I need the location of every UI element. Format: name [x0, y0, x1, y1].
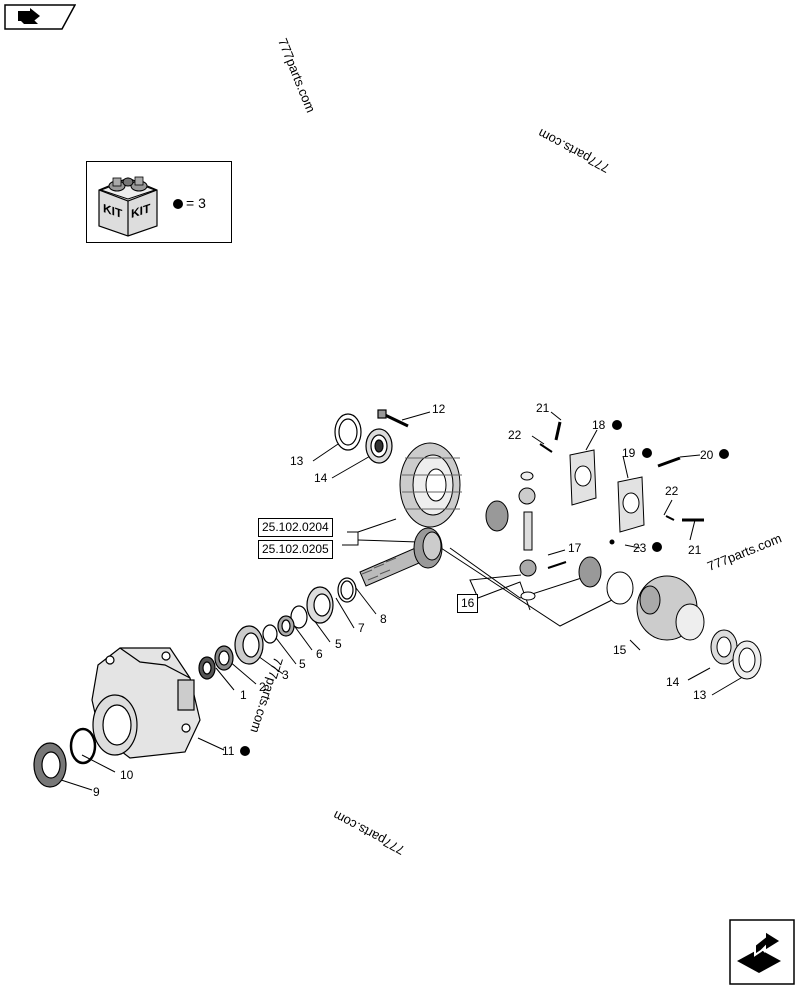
bullet-icon [719, 449, 729, 459]
callout-13[interactable]: 13 [290, 454, 304, 468]
callout-9[interactable]: 9 [93, 785, 100, 799]
callout-22[interactable]: 22 [508, 428, 522, 442]
callout-13[interactable]: 13 [693, 688, 707, 702]
callout-11[interactable]: 11 [222, 744, 235, 758]
callout-12[interactable]: 12 [432, 402, 446, 416]
callout-14[interactable]: 14 [666, 675, 680, 689]
kit-equation-text: = 3 [186, 195, 206, 211]
bullet-icon [240, 746, 250, 756]
arrow-left-icon[interactable] [4, 4, 77, 35]
bullet-icon [612, 420, 622, 430]
callout-7[interactable]: 7 [358, 621, 365, 635]
callout-6[interactable]: 6 [316, 647, 323, 661]
reference-link-16[interactable]: 16 [457, 594, 479, 613]
callout-21[interactable]: 21 [536, 401, 550, 415]
callout-18[interactable]: 18 [592, 418, 606, 432]
reference-link-25-102-0205[interactable]: 25.102.0205 [258, 540, 333, 559]
callout-10[interactable]: 10 [120, 768, 134, 782]
callout-1[interactable]: 1 [240, 688, 247, 702]
bullet-icon [652, 542, 662, 552]
callout-19[interactable]: 19 [622, 446, 636, 460]
callout-22[interactable]: 22 [665, 484, 679, 498]
callout-8[interactable]: 8 [380, 612, 387, 626]
callout-15[interactable]: 15 [613, 643, 627, 657]
callout-23[interactable]: 23 [633, 541, 647, 555]
callout-14[interactable]: 14 [314, 471, 328, 485]
callout-21[interactable]: 21 [688, 543, 702, 557]
callout-3[interactable]: 3 [282, 668, 289, 682]
kit-legend: KIT KIT = 3 [86, 161, 232, 243]
bullet-icon [642, 448, 652, 458]
reference-link-25-102-0204[interactable]: 25.102.0204 [258, 518, 333, 537]
kit-equation: = 3 [173, 195, 206, 211]
arrow-right-icon[interactable] [729, 919, 795, 990]
kit-box-icon [98, 176, 158, 237]
callout-5[interactable]: 5 [299, 657, 306, 671]
callout-20[interactable]: 20 [700, 448, 714, 462]
callout-17[interactable]: 17 [568, 541, 582, 555]
bullet-icon [173, 199, 183, 209]
callout-2[interactable]: 2 [259, 680, 266, 694]
callout-5[interactable]: 5 [335, 637, 342, 651]
